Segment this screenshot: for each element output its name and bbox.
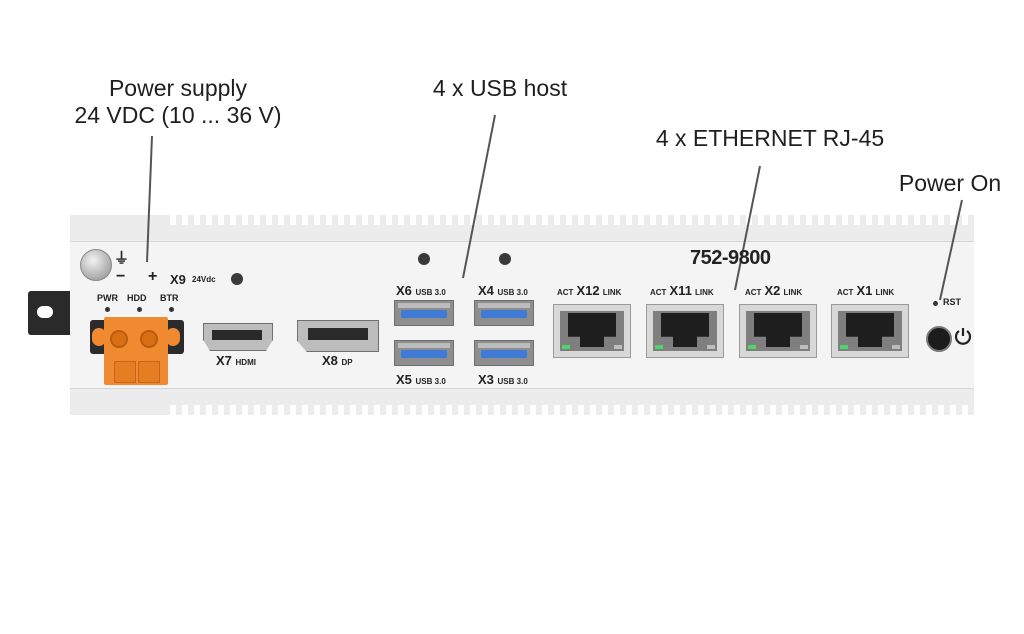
- led-btr: [169, 307, 174, 312]
- ethernet-x1-link-led: [892, 345, 900, 349]
- led-pwr: [105, 307, 110, 312]
- led-label-hdd: HDD: [127, 293, 147, 303]
- usb-port-x3[interactable]: [474, 340, 534, 366]
- led-hdd: [137, 307, 142, 312]
- dp-port-id: X8: [322, 353, 338, 368]
- usb-port-x6[interactable]: [394, 300, 454, 326]
- ethernet-port-x12[interactable]: [553, 304, 631, 358]
- usb-port-x4[interactable]: [474, 300, 534, 326]
- leader-ethernet: [734, 165, 761, 291]
- terminal-screw-1: [110, 330, 128, 348]
- minus-label: −: [116, 268, 126, 285]
- usb-x5-label: X5 USB 3.0: [396, 372, 446, 387]
- ethernet-x12-label: ACT X12 LINK: [557, 283, 622, 298]
- usb-indicator-dot-right: [499, 253, 511, 265]
- x9-label: X9: [170, 272, 186, 287]
- terminal-wire-entry-1: [114, 361, 136, 383]
- indicator-dot-x9: [231, 273, 243, 285]
- usb-x3-label: X3 USB 3.0: [478, 372, 528, 387]
- rst-label: RST: [943, 297, 961, 307]
- displayport-opening: [308, 328, 368, 340]
- cooling-fins-bottom: [170, 405, 974, 415]
- callout-usb-host: 4 x USB host: [432, 75, 568, 101]
- hdmi-port-id: X7: [216, 353, 232, 368]
- ethernet-x2-link-led: [800, 345, 808, 349]
- terminal-flange-left: [92, 328, 106, 346]
- ethernet-x11-label: ACT X11 LINK: [650, 283, 714, 298]
- ethernet-x12-act-led: [562, 345, 570, 349]
- rst-led: [933, 301, 938, 306]
- hdmi-port-opening: [212, 330, 262, 340]
- terminal-flange-right: [166, 328, 180, 346]
- ethernet-port-x1[interactable]: [831, 304, 909, 358]
- ground-screw: [80, 249, 112, 281]
- dp-port-type: DP: [341, 358, 353, 367]
- plus-label: +: [148, 268, 158, 285]
- led-label-btr: BTR: [160, 293, 179, 303]
- hdmi-port-type: HDMI: [235, 358, 256, 367]
- usb-x4-label: X4 USB 3.0: [478, 283, 528, 298]
- bracket-slot: [37, 306, 53, 318]
- ethernet-x2-act-led: [748, 345, 756, 349]
- leader-power-supply: [146, 135, 153, 263]
- x9-spec-label: 24Vdc: [192, 275, 216, 284]
- led-label-pwr: PWR: [97, 293, 118, 303]
- leader-power-on: [939, 199, 963, 301]
- callout-power-supply-line1: Power supply: [108, 75, 248, 101]
- callout-ethernet: 4 x ETHERNET RJ-45: [655, 125, 885, 151]
- ethernet-x1-act-led: [840, 345, 848, 349]
- cooling-fins-top: [170, 215, 974, 225]
- callout-power-supply: Power supply 24 VDC (10 ... 36 V): [58, 75, 298, 129]
- model-number: 752-9800: [690, 247, 771, 269]
- ethernet-x2-label: ACT X2 LINK: [745, 283, 803, 298]
- ethernet-x1-label: ACT X1 LINK: [837, 283, 895, 298]
- ethernet-x11-act-led: [655, 345, 663, 349]
- usb-x6-label: X6 USB 3.0: [396, 283, 446, 298]
- terminal-screw-2: [140, 330, 158, 348]
- ethernet-port-x2[interactable]: [739, 304, 817, 358]
- power-button[interactable]: [926, 326, 952, 352]
- mounting-bracket: [28, 291, 70, 335]
- ethernet-port-x11[interactable]: [646, 304, 724, 358]
- callout-power-on: Power On: [898, 170, 1002, 196]
- power-icon: [954, 328, 972, 345]
- dp-port-label: X8 DP: [322, 353, 353, 368]
- ethernet-x12-link-led: [614, 345, 622, 349]
- callout-power-supply-line2: 24 VDC (10 ... 36 V): [74, 102, 282, 128]
- terminal-wire-entry-2: [138, 361, 160, 383]
- hdmi-port-label: X7 HDMI: [216, 353, 256, 368]
- usb-port-x5[interactable]: [394, 340, 454, 366]
- ethernet-x11-link-led: [707, 345, 715, 349]
- leader-usb-host: [462, 114, 496, 279]
- usb-indicator-dot-left: [418, 253, 430, 265]
- ground-symbol: ⏚: [114, 250, 130, 267]
